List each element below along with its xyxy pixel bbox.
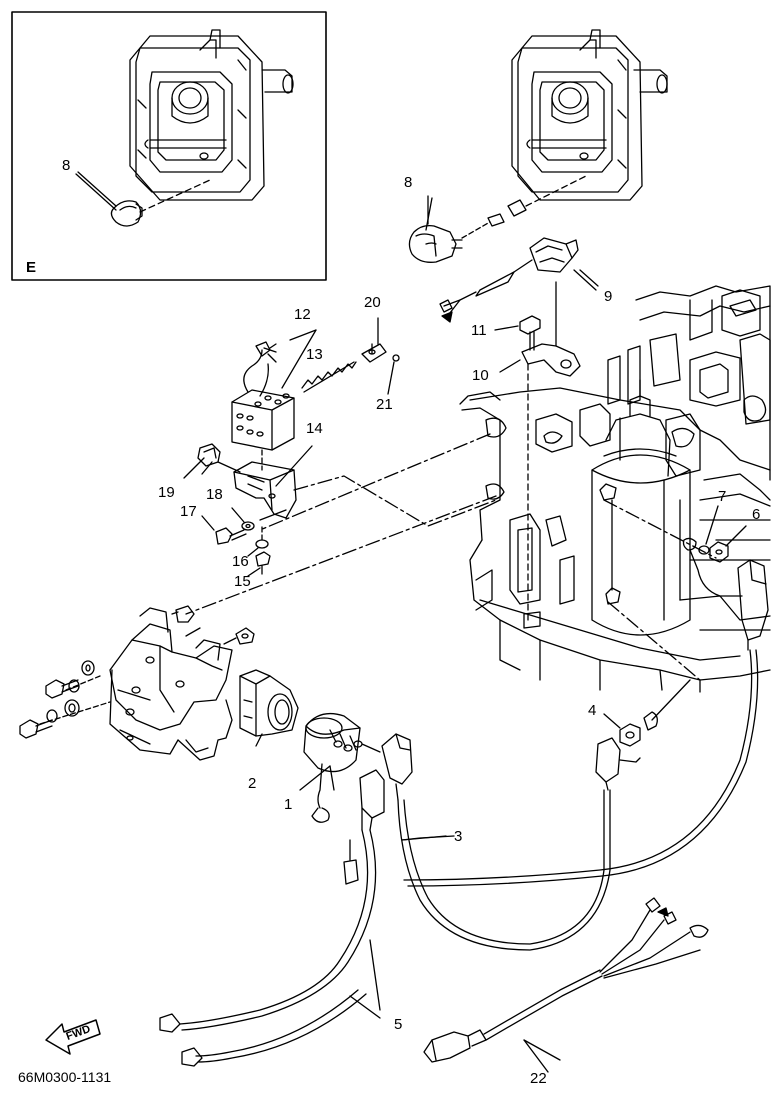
boot-right-large [737, 559, 769, 651]
inset-view-letter: E [26, 259, 37, 276]
bracket-assembly [109, 605, 255, 761]
callout-18: 18 [206, 486, 223, 503]
part-12-relay [231, 329, 317, 471]
callout-8: 8 [404, 174, 413, 191]
part-17-bolt [201, 515, 247, 545]
callout-15: 15 [234, 573, 251, 590]
inset-cover-plate [129, 29, 294, 201]
part-21-ring [387, 354, 400, 395]
part-19-grommet [183, 443, 241, 479]
callout-22: 22 [530, 1070, 547, 1087]
callout-12: 12 [294, 306, 311, 323]
callout-13: 13 [306, 346, 323, 363]
connection-lines [185, 433, 717, 681]
part-14-bracket [233, 445, 313, 521]
terminal-ring-7 [682, 537, 743, 597]
callout-10: 10 [472, 367, 489, 384]
cable-boot-small [343, 839, 359, 885]
reference-code: 66M0300-1131 [18, 1069, 112, 1085]
callout-19: 19 [158, 484, 175, 501]
bolts-and-washers [19, 660, 111, 739]
callout-7: 7 [718, 488, 727, 505]
part-18-washer [231, 507, 255, 531]
inset-leader [75, 173, 211, 213]
part-15-screw [247, 525, 271, 577]
callout-11: 11 [471, 322, 487, 339]
inset-rubber-plug [110, 200, 143, 227]
part-8-switch [408, 175, 587, 263]
cable-boot-left [359, 769, 385, 831]
callout-16: 16 [232, 553, 249, 570]
engine-block [459, 285, 771, 693]
part-11-bolt [494, 315, 541, 351]
callout-1: 1 [284, 796, 293, 813]
part-13-spring [301, 361, 357, 393]
part-4-nut [603, 679, 691, 747]
part-1-solenoid [299, 712, 381, 823]
callout-6: 6 [752, 506, 761, 523]
part-6-nut [709, 525, 747, 563]
part-9-switch-harness [439, 237, 599, 323]
cable-boot-center [381, 733, 413, 801]
callout-3: 3 [454, 828, 463, 845]
callout-leaders [77, 171, 597, 1061]
part-16-washer [247, 539, 269, 557]
part-22-harness [423, 897, 709, 1073]
callout-14: 14 [306, 420, 323, 437]
inset-e-frame [11, 11, 327, 281]
callout-9: 9 [604, 288, 613, 305]
part-10-clamp [499, 281, 581, 621]
fwd-arrow [45, 1019, 101, 1055]
callout-21: 21 [376, 396, 393, 413]
part-3-cable [397, 649, 759, 951]
inset-callout-8: 8 [62, 157, 71, 174]
callout-20: 20 [364, 294, 381, 311]
boot-right-small [595, 737, 641, 791]
part-20-terminal [361, 317, 387, 363]
callout-17: 17 [180, 503, 197, 520]
part-2-holder [239, 669, 299, 747]
part-7-washer [698, 505, 719, 555]
main-cover-plate [511, 29, 668, 201]
callout-5: 5 [394, 1016, 403, 1033]
part-5-cable [159, 829, 381, 1067]
callout-2: 2 [248, 775, 257, 792]
callout-4: 4 [588, 702, 597, 719]
